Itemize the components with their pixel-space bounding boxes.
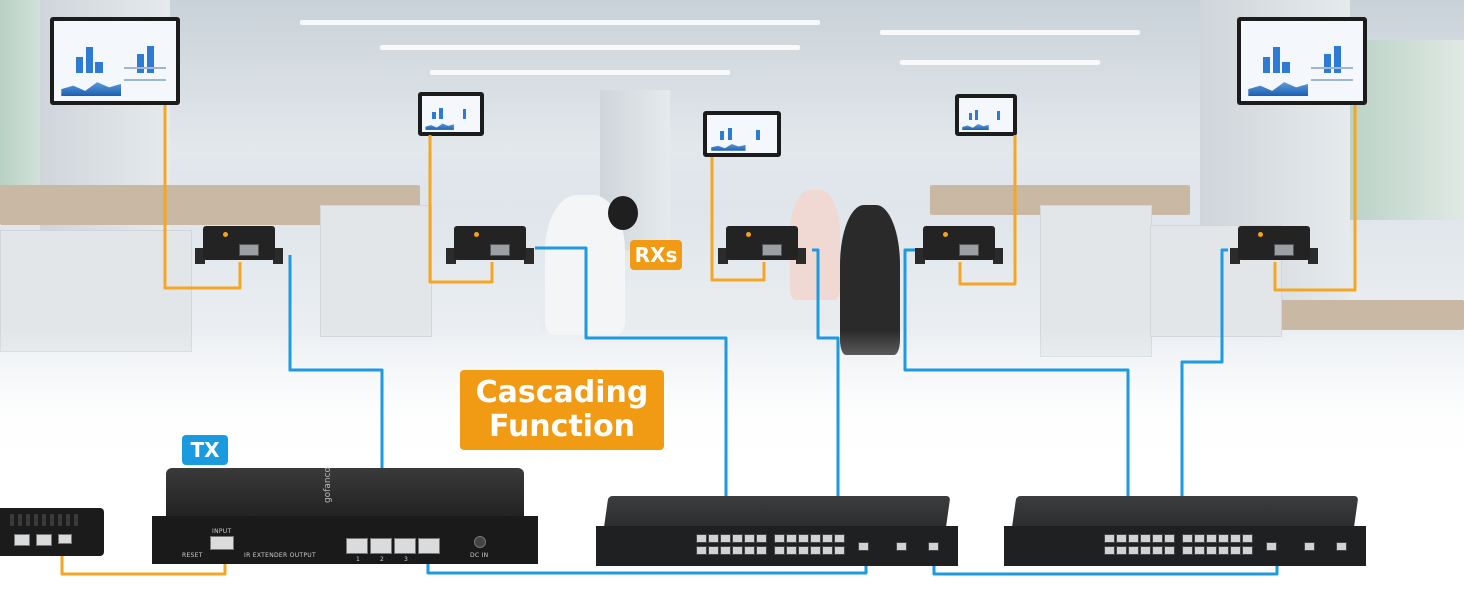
switch-port [1104, 546, 1115, 555]
switch-port [798, 534, 809, 543]
port-label-2: 2 [380, 556, 385, 563]
lan-port-4 [418, 538, 440, 554]
dc-in-port [474, 536, 486, 548]
ceiling-light [380, 45, 800, 50]
switch-port [1230, 534, 1241, 543]
switch-port [822, 534, 833, 543]
input-label: INPUT [212, 528, 232, 535]
switch-port [810, 546, 821, 555]
tv-monitor [955, 94, 1017, 136]
switch-port [1218, 546, 1229, 555]
port-label-1: 1 [356, 556, 361, 563]
tv-monitor [1237, 17, 1367, 105]
cascading-function-label: Cascading Function [460, 370, 664, 450]
switch-port [708, 546, 719, 555]
switch-port [696, 534, 707, 543]
hdmi-receiver [718, 226, 806, 266]
switch-port [756, 546, 767, 555]
switch-uplink-port [1336, 542, 1347, 551]
switch-port [810, 534, 821, 543]
reset-label: RESET [182, 552, 203, 559]
network-switch [1004, 496, 1366, 566]
switch-port [756, 534, 767, 543]
switch-port [1182, 534, 1193, 543]
switch-port [1230, 546, 1241, 555]
switch-port [1128, 546, 1139, 555]
ceiling-light [900, 60, 1100, 65]
cascading-line-1: Cascading [475, 375, 649, 410]
pc-port [14, 534, 30, 546]
network-switch [596, 496, 958, 566]
switch-port [732, 534, 743, 543]
switch-port [1116, 546, 1127, 555]
pc-port [36, 534, 52, 546]
ceiling-light [880, 30, 1140, 35]
rxs-label: RXs [630, 240, 682, 270]
hdmi-receiver [1230, 226, 1318, 266]
lan-port-1 [346, 538, 368, 554]
tx-label: TX [182, 435, 228, 465]
hdmi-receiver [915, 226, 1003, 266]
hdmi-transmitter: RESET INPUT IR EXTENDER OUTPUT 1 2 3 DC … [152, 466, 538, 564]
switch-port [1242, 534, 1253, 543]
switch-port [1218, 534, 1229, 543]
person-head [608, 196, 638, 230]
switch-port [1206, 534, 1217, 543]
hdmi-receiver [446, 226, 534, 266]
switch-port [1128, 534, 1139, 543]
switch-uplink-port [858, 542, 869, 551]
ceiling-light [430, 70, 730, 75]
switch-port [744, 534, 755, 543]
switch-port [1182, 546, 1193, 555]
lan-port-2 [370, 538, 392, 554]
switch-port [1152, 546, 1163, 555]
cascading-line-2: Function [488, 409, 636, 444]
switch-port [798, 546, 809, 555]
switch-port [696, 546, 707, 555]
pc-port [58, 534, 72, 544]
switch-port [1152, 534, 1163, 543]
ceiling-light [300, 20, 820, 25]
switch-port [774, 534, 785, 543]
switch-port [1242, 546, 1253, 555]
switch-uplink-port [1266, 542, 1277, 551]
switch-port [1116, 534, 1127, 543]
switch-port [822, 546, 833, 555]
dc-in-label: DC IN [470, 552, 489, 559]
lan-port-3 [394, 538, 416, 554]
hdmi-input-port [210, 536, 234, 550]
switch-port [1194, 546, 1205, 555]
switch-port [1164, 534, 1175, 543]
switch-port [834, 546, 845, 555]
switch-port [1140, 546, 1151, 555]
switch-port [1164, 546, 1175, 555]
tv-monitor [50, 17, 180, 105]
switch-port [786, 534, 797, 543]
switch-port [1206, 546, 1217, 555]
switch-port [708, 534, 719, 543]
switch-port [744, 546, 755, 555]
switch-uplink-port [1304, 542, 1315, 551]
switch-port [1104, 534, 1115, 543]
port-label-3: 3 [404, 556, 409, 563]
hdmi-receiver [195, 226, 283, 266]
switch-port [720, 546, 731, 555]
source-pc [0, 508, 104, 556]
tv-monitor [703, 111, 781, 157]
switch-port [834, 534, 845, 543]
ir-extender-output-label: IR EXTENDER OUTPUT [244, 552, 316, 559]
office-desk [1250, 300, 1464, 330]
tv-monitor [418, 92, 484, 136]
office-partition [320, 205, 432, 337]
switch-port [1194, 534, 1205, 543]
switch-port [720, 534, 731, 543]
switch-port [786, 546, 797, 555]
switch-port [774, 546, 785, 555]
switch-port [1140, 534, 1151, 543]
switch-uplink-port [928, 542, 939, 551]
brand-logo: gofanco [323, 466, 334, 504]
switch-port [732, 546, 743, 555]
switch-uplink-port [896, 542, 907, 551]
